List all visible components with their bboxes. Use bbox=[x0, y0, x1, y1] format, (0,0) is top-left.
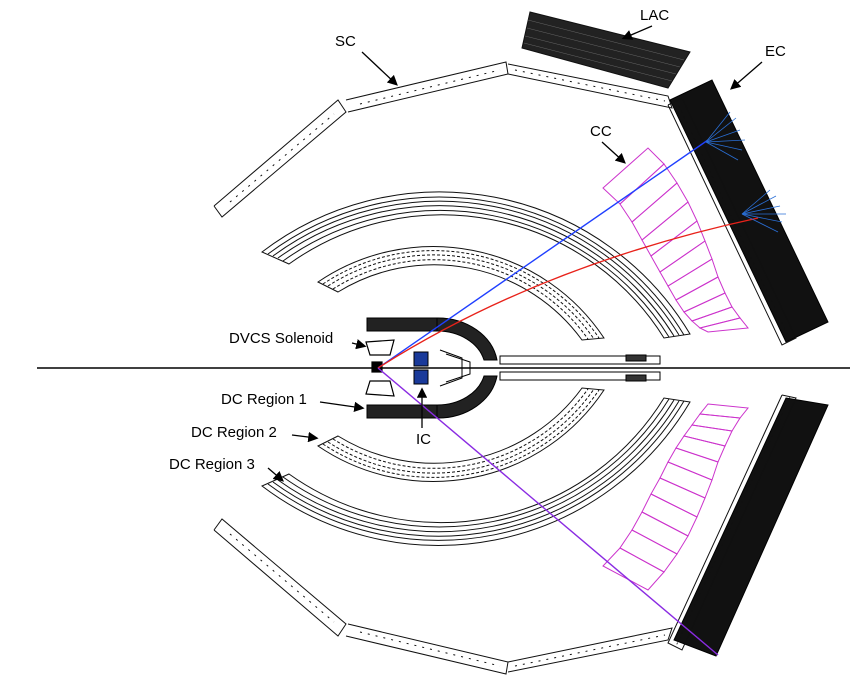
sc-arrow bbox=[361, 51, 398, 86]
ec-upper bbox=[667, 79, 829, 346]
dc-region-3-upper bbox=[261, 191, 691, 339]
dc-region-2-upper bbox=[317, 246, 605, 341]
dc-region-2-lower bbox=[317, 387, 605, 482]
dc-region-3-arrow bbox=[267, 467, 284, 482]
sc-upper bbox=[213, 61, 673, 218]
dc-region-1-arrow bbox=[319, 401, 365, 413]
cc-label: CC bbox=[590, 123, 612, 140]
inner-calorimeter bbox=[413, 349, 471, 387]
dvcs-solenoid bbox=[365, 339, 395, 397]
dc-region-2-arrow bbox=[291, 431, 319, 443]
dc-region-1-label: DC Region 1 bbox=[221, 391, 307, 408]
ec-shower-lower bbox=[741, 189, 786, 233]
dc-region-2-label: DC Region 2 bbox=[191, 424, 277, 441]
dc-region-1-lower bbox=[366, 375, 498, 419]
cc-arrow bbox=[601, 141, 626, 164]
ec-shower-upper bbox=[705, 111, 746, 161]
ec-arrow bbox=[730, 61, 763, 90]
cc-upper bbox=[602, 147, 749, 333]
track-purple bbox=[377, 367, 719, 656]
sc-lower bbox=[213, 518, 673, 675]
dc-region-3-label: DC Region 3 bbox=[169, 456, 255, 473]
lac-label: LAC bbox=[640, 7, 669, 24]
lac-arrow bbox=[621, 25, 653, 40]
dvcs-solenoid-arrow bbox=[351, 339, 367, 350]
ec-label: EC bbox=[765, 43, 786, 60]
beam-pipe-downstream bbox=[499, 354, 661, 382]
track-red bbox=[377, 217, 759, 369]
ec-lower bbox=[667, 394, 829, 657]
dc-region-3-lower bbox=[261, 397, 691, 546]
sc-label: SC bbox=[335, 33, 356, 50]
lac-block bbox=[521, 11, 691, 89]
track-blue bbox=[377, 139, 709, 369]
ic-label: IC bbox=[416, 431, 431, 448]
cc-lower bbox=[602, 403, 749, 591]
dvcs-solenoid-label: DVCS Solenoid bbox=[229, 330, 333, 347]
dc-region-1-upper bbox=[366, 317, 498, 361]
